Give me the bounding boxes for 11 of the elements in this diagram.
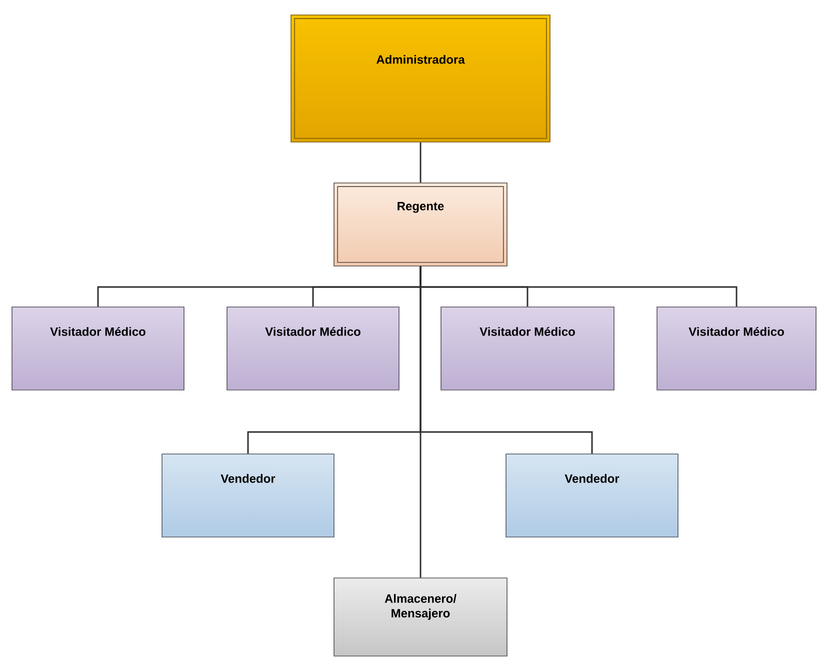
connector-line (420, 266, 422, 578)
org-box: Regente (334, 182, 508, 266)
connector-line (420, 142, 422, 183)
org-box: Visitador Médico (226, 306, 400, 390)
org-box: Administradora (290, 14, 550, 142)
org-box: Visitador Médico (12, 306, 184, 390)
org-box: Vendedor (162, 454, 334, 538)
org-box: Visitador Médico (440, 306, 614, 390)
org-box: Vendedor (506, 454, 678, 538)
org-box: Visitador Médico (656, 306, 816, 390)
org-box: Almacenero/ Mensajero (334, 578, 508, 656)
